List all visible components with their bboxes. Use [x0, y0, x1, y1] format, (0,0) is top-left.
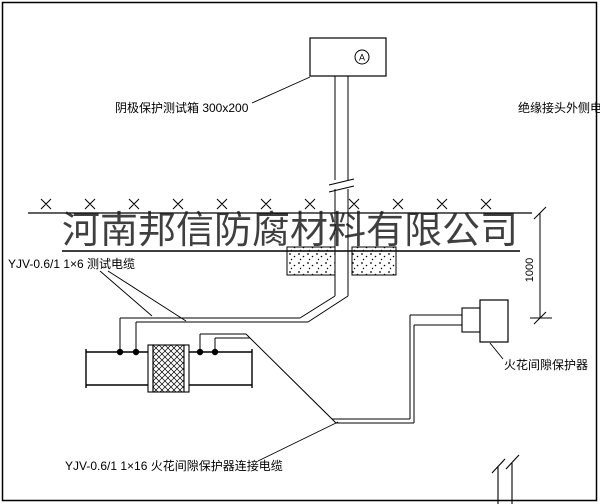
- connection-dot: [196, 348, 204, 356]
- test-cables: [119, 295, 349, 350]
- watermark: 河南邦信防腐材料有限公司: [62, 208, 520, 252]
- pipeline: [85, 344, 253, 393]
- connection-dot: [132, 348, 140, 356]
- ground-hatch-marks: [40, 198, 492, 210]
- ammeter-circle: [354, 49, 370, 65]
- ground-line: [28, 198, 532, 214]
- pipeline-left-section: [85, 349, 148, 388]
- watermark-text: 河南邦信防腐材料有限公司: [62, 208, 518, 252]
- insulating-joint: [152, 344, 185, 393]
- spark-gap-label: 火花间隙保护器: [504, 357, 588, 372]
- pipeline-right-section: [189, 349, 253, 388]
- pipe-break-symbol: [328, 178, 355, 193]
- insulated-cable-label: 绝缘接头外侧电缆: [518, 100, 600, 115]
- test-cable-label: YJV-0.6/1 1×6 测试电缆: [8, 256, 135, 271]
- test-box: A: [309, 37, 387, 77]
- cable-connection-dots: [116, 348, 219, 356]
- flange-left: [147, 344, 154, 393]
- test-box-leader: [251, 76, 311, 104]
- dimension-text: 1000: [524, 258, 536, 282]
- dimension-ticks: [533, 206, 547, 325]
- leader-lines: [99, 76, 504, 462]
- flange-right: [183, 344, 190, 393]
- spark-gap-protector: [461, 299, 509, 343]
- test-box-label: 阴极保护测试箱 300x200: [115, 100, 249, 115]
- cut-pipe-symbol: [491, 454, 520, 504]
- connection-dot: [211, 348, 219, 356]
- bottom-cable-label: YJV-0.6/1 1×16 火花间隙保护器连接电缆: [65, 458, 283, 473]
- spark-gap-cables: [199, 314, 462, 424]
- ammeter-letter: A: [359, 53, 365, 63]
- dimension-line: [530, 206, 552, 325]
- spark-gap-leader: [489, 342, 504, 360]
- conduit-riser: [328, 76, 355, 296]
- test-cable-leaders: [99, 270, 187, 322]
- connection-dot: [116, 348, 124, 356]
- bottom-cable-leader: [257, 421, 339, 462]
